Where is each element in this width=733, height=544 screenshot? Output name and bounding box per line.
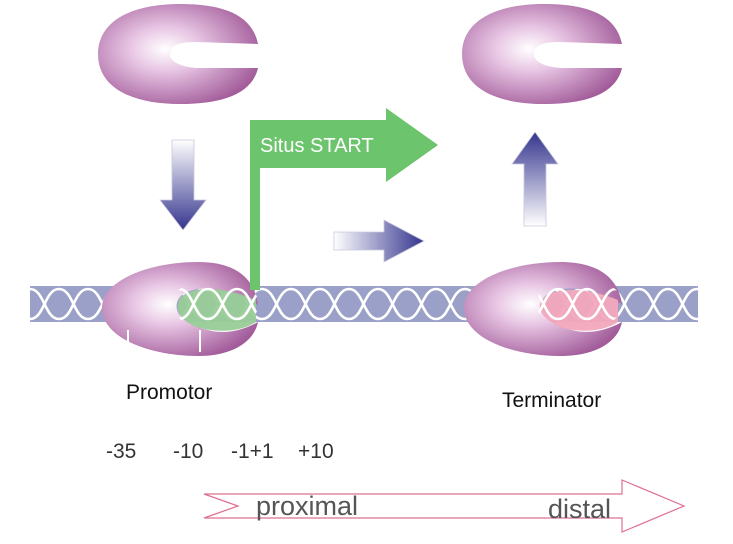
proximal-label: proximal bbox=[256, 491, 358, 521]
terminator-label: Terminator bbox=[502, 389, 601, 412]
start-site-arrow bbox=[250, 108, 438, 290]
elongation-arrow-right bbox=[333, 219, 425, 263]
position-minus-35: -35 bbox=[106, 440, 136, 463]
polymerase-terminator-body bbox=[464, 262, 622, 356]
polymerase-free-left bbox=[98, 4, 258, 104]
start-site-label: Situs START bbox=[260, 135, 374, 157]
direction-arrow bbox=[203, 479, 686, 533]
position-minus-1-plus-1: -1+1 bbox=[231, 440, 274, 463]
polymerase-terminator bbox=[464, 262, 624, 356]
distal-label: distal bbox=[548, 494, 611, 524]
binding-arrow-down bbox=[159, 139, 207, 231]
polymerase-promoter-body bbox=[102, 262, 258, 356]
release-arrow-up bbox=[511, 131, 559, 227]
polymerase-free-right bbox=[462, 4, 622, 104]
position-plus-10: +10 bbox=[298, 440, 334, 463]
polymerase-promoter bbox=[102, 262, 259, 356]
promoter-label: Promotor bbox=[126, 381, 212, 404]
position-minus-10: -10 bbox=[173, 440, 203, 463]
